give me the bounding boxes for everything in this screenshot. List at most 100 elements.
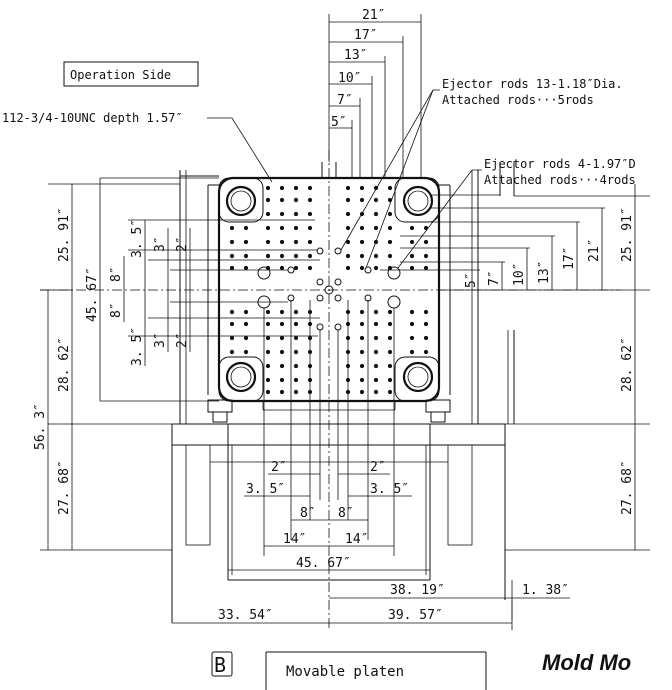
tapped-hole xyxy=(243,225,249,231)
tapped-hole xyxy=(243,349,249,355)
tie-bar-bore-tr xyxy=(402,185,434,217)
dim-bottom-14-right: 14″ xyxy=(345,532,368,547)
dim-left-upper-2: 2″ xyxy=(175,236,190,252)
tapped-hole xyxy=(423,253,429,259)
tapped-hole xyxy=(409,225,415,231)
dim-top-13: 13″ xyxy=(344,48,367,63)
dim-bottom-2-left: 2″ xyxy=(271,460,287,475)
ejector-13-note-line1: Ejector rods 13-1.18″Dia. xyxy=(442,77,623,91)
tapped-hole xyxy=(229,309,235,315)
tapped-hole xyxy=(279,349,285,355)
tapped-hole xyxy=(229,239,235,245)
tapped-hole xyxy=(409,239,415,245)
dim-bottom-8-right: 8″ xyxy=(338,506,354,521)
tapped-hole xyxy=(345,211,351,217)
title-partial: Mold Mo xyxy=(542,650,631,675)
tapped-hole xyxy=(265,239,271,245)
tapped-hole xyxy=(265,349,271,355)
tapped-hole xyxy=(359,239,365,245)
tapped-hole xyxy=(307,265,313,271)
tapped-hole xyxy=(243,335,249,341)
dim-bottom-3819: 38. 19″ xyxy=(390,583,445,598)
tapped-hole xyxy=(307,185,313,191)
tapped-hole xyxy=(387,335,393,341)
tapped-hole xyxy=(387,321,393,327)
tapped-hole xyxy=(345,239,351,245)
tapped-hole xyxy=(423,309,429,315)
tapped-hole xyxy=(265,197,271,203)
tapped-hole xyxy=(387,239,393,245)
tapped-hole xyxy=(409,349,415,355)
tapped-hole xyxy=(345,265,351,271)
dim-left-upper-35: 3. 5″ xyxy=(130,219,145,258)
tapped-hole xyxy=(265,309,271,315)
operation-side-label: Operation Side xyxy=(70,68,171,82)
dim-left-upper-8: 8″ xyxy=(109,266,124,282)
tapped-hole xyxy=(359,377,365,383)
tapped-hole xyxy=(359,349,365,355)
tapped-hole xyxy=(409,335,415,341)
platen-base xyxy=(171,423,506,623)
tapped-hole xyxy=(243,253,249,259)
tapped-hole xyxy=(359,335,365,341)
tapped-hole xyxy=(293,335,299,341)
tapped-hole xyxy=(265,185,271,191)
tapped-hole xyxy=(279,321,285,327)
tapped-hole xyxy=(265,377,271,383)
tapped-hole xyxy=(345,185,351,191)
platen-marker: B xyxy=(214,653,226,677)
tapped-hole xyxy=(229,225,235,231)
tapped-hole xyxy=(409,265,415,271)
tapped-hole xyxy=(279,185,285,191)
tapped-hole xyxy=(279,211,285,217)
dim-right-2862: 28. 62″ xyxy=(620,337,635,392)
dim-bottom-35-left: 3. 5″ xyxy=(246,482,285,497)
tapped-hole xyxy=(279,363,285,369)
tapped-hole xyxy=(409,309,415,315)
dim-left-lower-2: 2″ xyxy=(175,332,190,348)
tapped-hole xyxy=(229,265,235,271)
tapped-hole xyxy=(373,377,379,383)
tapped-hole xyxy=(307,239,313,245)
tapped-hole xyxy=(265,321,271,327)
dim-left-2862: 28. 62″ xyxy=(57,337,72,392)
tapped-hole xyxy=(243,265,249,271)
tapped-hole xyxy=(373,389,379,395)
tapped-hole xyxy=(293,239,299,245)
dim-top-21: 21″ xyxy=(362,8,385,23)
tapped-hole xyxy=(359,363,365,369)
tapped-hole xyxy=(387,377,393,383)
tapped-hole xyxy=(293,349,299,355)
tapped-hole xyxy=(387,389,393,395)
tapped-hole xyxy=(279,389,285,395)
tapped-hole xyxy=(279,197,285,203)
tapped-hole xyxy=(387,253,393,259)
tapped-hole xyxy=(293,363,299,369)
tapped-hole xyxy=(229,321,235,327)
tapped-hole xyxy=(423,349,429,355)
platen-outline xyxy=(179,162,515,424)
tapped-hole xyxy=(279,335,285,341)
left-dimensions: 25. 91″ 45. 67″ 28. 62″ 56. 3″ 27. 68″ 3… xyxy=(33,177,320,551)
tapped-hole xyxy=(279,253,285,259)
tapped-hole xyxy=(265,253,271,259)
dim-left-563: 56. 3″ xyxy=(33,403,48,450)
dim-top-10: 10″ xyxy=(338,71,361,86)
tapped-hole xyxy=(243,321,249,327)
tapped-hole xyxy=(387,349,393,355)
tapped-hole xyxy=(387,363,393,369)
tapped-hole xyxy=(307,225,313,231)
tapped-hole xyxy=(265,225,271,231)
tapped-hole xyxy=(293,265,299,271)
tapped-hole xyxy=(293,377,299,383)
tapped-hole xyxy=(279,239,285,245)
tapped-hole xyxy=(293,211,299,217)
tapped-hole xyxy=(307,197,313,203)
dim-left-lower-35: 3. 5″ xyxy=(130,327,145,366)
dim-right-10: 10″ xyxy=(512,263,527,286)
tapped-hole xyxy=(307,211,313,217)
dim-left-lower-8: 8″ xyxy=(109,302,124,318)
tapped-hole xyxy=(229,253,235,259)
dim-right-2768: 27. 68″ xyxy=(620,460,635,515)
